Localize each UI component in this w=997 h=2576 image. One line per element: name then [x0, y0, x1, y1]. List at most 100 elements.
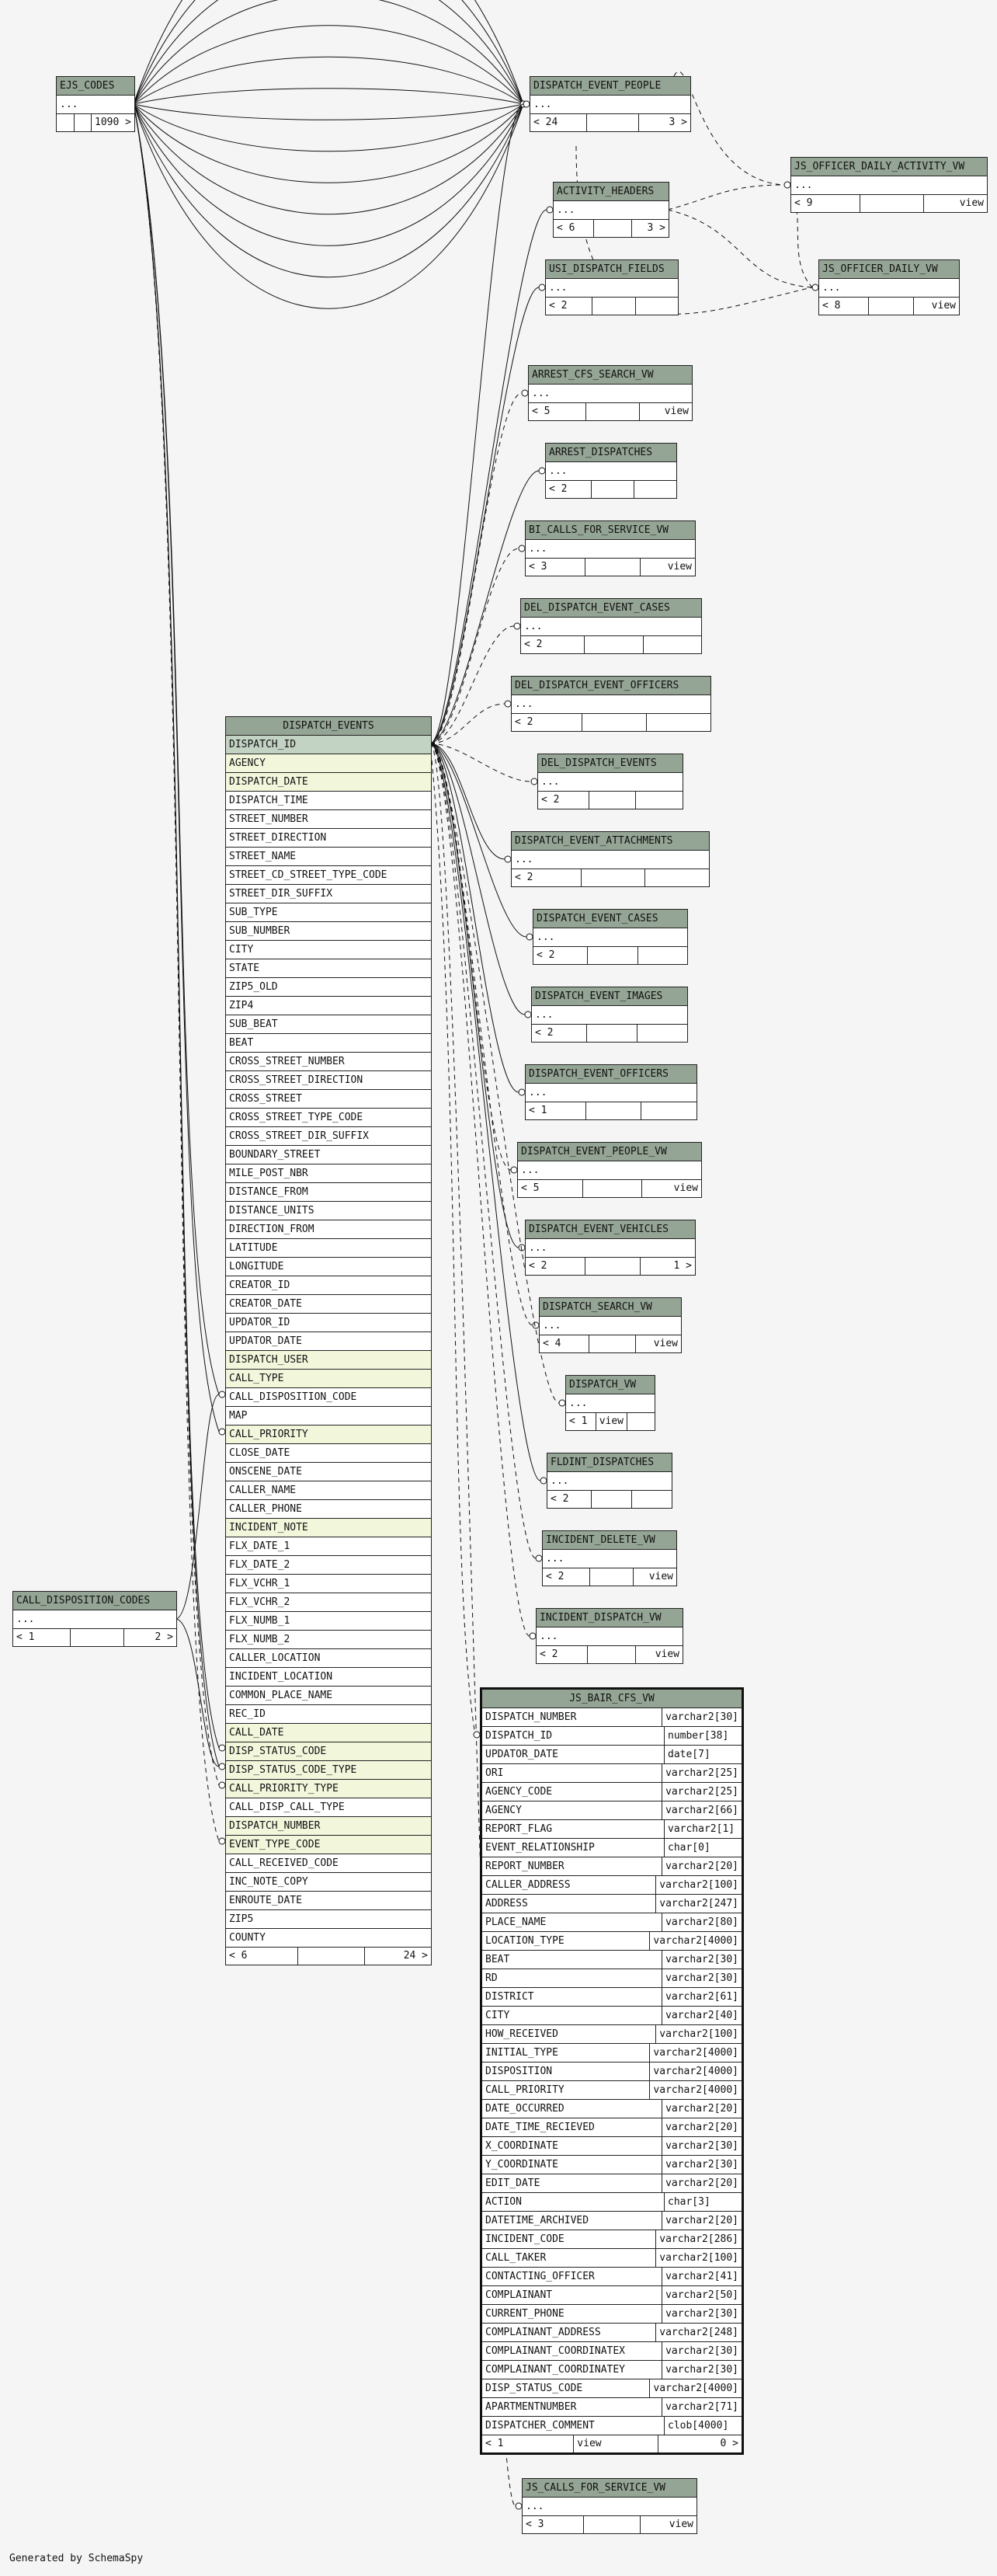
- table-header[interactable]: DISPATCH_EVENT_CASES: [533, 910, 687, 928]
- ellipsis-row: ...: [512, 851, 709, 869]
- table-header[interactable]: USI_DISPATCH_FIELDS: [546, 260, 678, 279]
- table-usi-dispatch-fields[interactable]: USI_DISPATCH_FIELDS...< 2: [545, 259, 679, 315]
- table-header[interactable]: BI_CALLS_FOR_SERVICE_VW: [526, 521, 695, 540]
- column-type: varchar2[20]: [665, 2103, 738, 2115]
- table-header[interactable]: DISPATCH_VW: [566, 1376, 655, 1394]
- column-type: varchar2[20]: [665, 2215, 738, 2226]
- table-footer: < 1: [526, 1102, 697, 1119]
- table-footer-cell: < 1: [566, 1413, 596, 1430]
- fk-endpoint-icon: [540, 1477, 547, 1485]
- column-type: varchar2[30]: [665, 1972, 738, 1984]
- table-dispatch-event-attachments[interactable]: DISPATCH_EVENT_ATTACHMENTS...< 2: [511, 831, 710, 887]
- column-row: BOUNDARY_STREET: [226, 1146, 431, 1164]
- column-row: CALL_PRIORITY_TYPE: [226, 1780, 431, 1798]
- table-footer-cell: < 2: [546, 298, 593, 315]
- column-row: LATITUDE: [226, 1239, 431, 1258]
- column-name: AGENCY: [482, 1801, 663, 1819]
- table-ejs-codes[interactable]: EJS_CODES...1090 >: [56, 76, 135, 132]
- table-header[interactable]: FLDINT_DISPATCHES: [547, 1453, 672, 1472]
- table-footer-cell: [869, 298, 915, 315]
- table-del-dispatch-event-cases[interactable]: DEL_DISPATCH_EVENT_CASES...< 2: [520, 598, 702, 654]
- table-header[interactable]: DISPATCH_EVENT_PEOPLE_VW: [518, 1143, 701, 1161]
- table-dispatch-event-images[interactable]: DISPATCH_EVENT_IMAGES...< 2: [531, 987, 688, 1043]
- table-header[interactable]: DEL_DISPATCH_EVENTS: [538, 754, 683, 773]
- table-footer-cell: [638, 947, 687, 964]
- table-arrest-dispatches[interactable]: ARREST_DISPATCHES...< 2: [545, 443, 677, 499]
- fk-endpoint-icon: [510, 1166, 518, 1174]
- table-header[interactable]: ARREST_DISPATCHES: [546, 444, 676, 462]
- table-header[interactable]: ACTIVITY_HEADERS: [554, 183, 669, 201]
- table-header[interactable]: JS_BAIR_CFS_VW: [482, 1690, 742, 1708]
- table-header[interactable]: ARREST_CFS_SEARCH_VW: [529, 366, 692, 385]
- table-header[interactable]: INCIDENT_DELETE_VW: [543, 1531, 676, 1550]
- table-dispatch-event-officers[interactable]: DISPATCH_EVENT_OFFICERS...< 1: [525, 1064, 697, 1120]
- fk-line-officer-activity: [667, 184, 785, 211]
- table-header[interactable]: DISPATCH_EVENT_VEHICLES: [526, 1220, 695, 1239]
- fk-line-dispatch-id: [429, 743, 505, 860]
- fk-endpoint-icon: [473, 1731, 481, 1739]
- column-row: FLX_DATE_1: [226, 1537, 431, 1556]
- column-row: CROSS_STREET_NUMBER: [226, 1053, 431, 1071]
- column-name: COMPLAINANT_COORDINATEY: [482, 2361, 663, 2379]
- table-del-dispatch-events[interactable]: DEL_DISPATCH_EVENTS...< 2: [537, 754, 683, 809]
- table-header[interactable]: CALL_DISPOSITION_CODES: [13, 1592, 176, 1610]
- fk-line-dispatch-id: [429, 392, 523, 744]
- column-type: varchar2[61]: [665, 1991, 738, 2003]
- table-dispatch-event-cases[interactable]: DISPATCH_EVENT_CASES...< 2: [533, 909, 688, 965]
- table-header[interactable]: JS_CALLS_FOR_SERVICE_VW: [523, 2479, 697, 2498]
- ellipsis-row: ...: [546, 462, 676, 481]
- table-header[interactable]: DISPATCH_EVENTS: [226, 717, 431, 736]
- column-type: varchar2[30]: [665, 2364, 738, 2376]
- ellipsis-row: ...: [518, 1161, 701, 1180]
- table-footer-cell: 0 >: [720, 2438, 739, 2449]
- table-header[interactable]: DISPATCH_EVENT_ATTACHMENTS: [512, 832, 709, 851]
- table-header[interactable]: DISPATCH_EVENT_IMAGES: [532, 987, 687, 1006]
- table-del-dispatch-event-officers[interactable]: DEL_DISPATCH_EVENT_OFFICERS...< 2: [511, 676, 711, 732]
- table-header[interactable]: JS_OFFICER_DAILY_ACTIVITY_VW: [791, 158, 987, 176]
- table-footer-cell: [589, 792, 637, 809]
- table-footer-cell: [644, 636, 701, 653]
- table-header[interactable]: DISPATCH_EVENT_PEOPLE: [530, 77, 690, 96]
- table-footer-cell: [594, 220, 632, 237]
- table-fldint-dispatches[interactable]: FLDINT_DISPATCHES...< 2: [547, 1453, 672, 1509]
- fk-line-dispatch-id: [429, 743, 527, 938]
- table-header[interactable]: INCIDENT_DISPATCH_VW: [537, 1609, 683, 1627]
- column-row: DISPATCH_TIME: [226, 792, 431, 810]
- table-footer-cell: < 1: [526, 1102, 586, 1119]
- table-header[interactable]: JS_OFFICER_DAILY_VW: [819, 260, 959, 279]
- table-header[interactable]: EJS_CODES: [57, 77, 134, 96]
- fk-endpoint-icon: [515, 2502, 523, 2510]
- column-row: ZIP4: [226, 997, 431, 1015]
- table-header[interactable]: DEL_DISPATCH_EVENT_OFFICERS: [512, 677, 710, 695]
- table-footer: < 2: [512, 714, 710, 731]
- fk-line-dispatch-id: [429, 625, 515, 744]
- table-header[interactable]: DISPATCH_EVENT_OFFICERS: [526, 1065, 697, 1084]
- table-footer-cell: 2 >: [155, 1631, 174, 1643]
- fk-endpoint-icon: [535, 1554, 543, 1562]
- column-name: REPORT_NUMBER: [482, 1857, 663, 1875]
- table-header[interactable]: DEL_DISPATCH_EVENT_CASES: [521, 599, 701, 618]
- table-header[interactable]: DISPATCH_SEARCH_VW: [540, 1298, 681, 1317]
- column-name: ACTION: [482, 2193, 665, 2211]
- fk-line-officer-daily: [667, 209, 813, 288]
